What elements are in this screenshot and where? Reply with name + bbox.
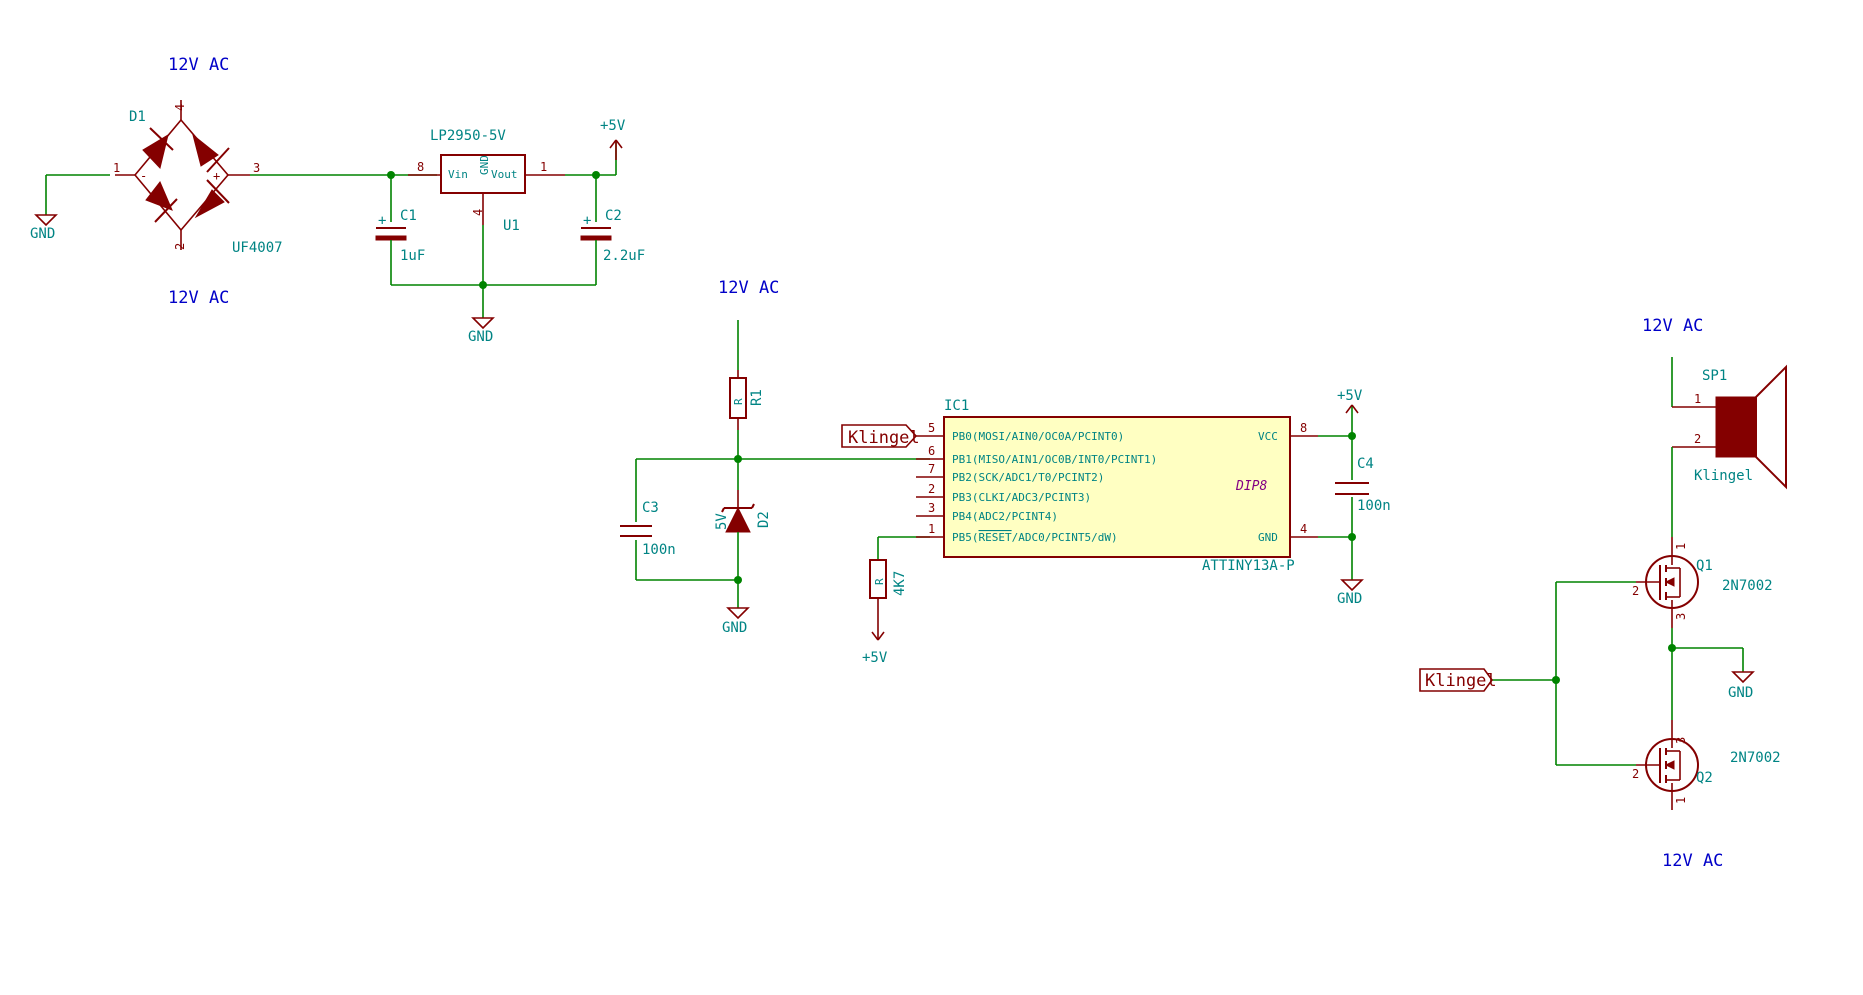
d1-pin4: 4 [173,104,187,111]
u1-value: LP2950-5V [430,128,506,144]
ic1-value: ATTINY13A-P [1202,558,1295,574]
ic1-pin-name-4: PB4(ADC2/PCINT4) [952,510,1058,523]
r2-letter: R [873,578,886,585]
hier-label-klingel-ic[interactable] [841,424,918,448]
q2-pin3: 3 [1674,737,1688,744]
mcu-ic1[interactable] [943,416,1291,558]
d1-minus: - [140,169,147,183]
ic1-pin-name-3: PB3(CLKI/ADC3/PCINT3) [952,491,1091,504]
d1-plus: + [213,169,220,183]
c3-value: 100n [642,542,676,558]
ic1-pin-name-0: PB0(MOSI/AIN0/OC0A/PCINT0) [952,430,1124,443]
ic1-left-pins [916,435,944,538]
hier-label-klingel-ic-text: Klingel [848,428,920,448]
q2-value: 2N7002 [1730,750,1781,766]
sp1-pin2: 2 [1694,432,1701,446]
ic1-pin-num-3: 2 [928,482,935,496]
sp1-value: Klingel [1694,468,1753,484]
d1-value: UF4007 [232,240,283,256]
ic1-pin-num-2: 7 [928,462,935,476]
q1-pin3: 3 [1674,613,1688,620]
net-label-12vac-bottom: 12V AC [168,288,229,308]
c2-polarity: + [583,213,591,229]
gnd-symbol [34,214,58,227]
gnd-label-ic1: GND [1337,591,1362,607]
c1-ref: C1 [400,208,417,224]
q1-pin2: 2 [1632,584,1639,598]
net-label-12vac-mid: 12V AC [718,278,779,298]
c2-ref: C2 [605,208,622,224]
gnd-label-reg: GND [468,329,493,345]
ic1-pin-gnd-name: GND [1258,531,1278,544]
gnd-label-fet: GND [1728,685,1753,701]
bridge-rectifier-shapes [100,95,270,255]
ic1-pin-num-5: 1 [928,522,935,536]
ic1-pin-gnd-num: 4 [1300,522,1307,536]
gnd-label-left: GND [30,226,55,242]
u1-pin8: 8 [417,160,424,174]
ic1-pin-name-2: PB2(SCK/ADC1/T0/PCINT2) [952,471,1104,484]
ic1-ref: IC1 [944,398,969,414]
u1-ref: U1 [503,218,520,234]
c4-value: 100n [1357,498,1391,514]
c4-ref: C4 [1357,456,1374,472]
ic1-pin-num-1: 6 [928,444,935,458]
net-label-12vac-speaker: 12V AC [1642,316,1703,336]
vcc-label-ic1: +5V [1337,388,1363,404]
hier-label-klingel-fet-text: Klingel [1425,671,1497,691]
d1-pin3: 3 [253,161,260,175]
q1-pin1: 1 [1674,543,1688,550]
sp1-ref: SP1 [1702,368,1727,384]
c2-value: 2.2uF [603,248,645,264]
u1-pin1: 1 [540,160,547,174]
d1-pin1: 1 [113,161,120,175]
r1-ref: R1 [749,389,765,406]
gnd-label-input: GND [722,620,747,636]
ic1-pin-vcc-name: VCC [1258,430,1278,443]
q2-pin2: 2 [1632,767,1639,781]
u1-pin-gnd: GND [478,155,491,175]
vcc-label-reg: +5V [600,118,626,134]
u1-pin-vin: Vin [448,168,468,181]
resistor-r1[interactable] [729,377,747,419]
q1-ref: Q1 [1696,558,1713,574]
c1-polarity: + [378,213,386,229]
r1-letter: R [732,398,745,405]
q1-value: 2N7002 [1722,578,1773,594]
sp1-pin1: 1 [1694,392,1701,406]
net-label-12vac-q2: 12V AC [1662,851,1723,871]
c1-value: 1uF [400,248,425,264]
q2-ref: Q2 [1696,770,1713,786]
ic1-pin-num-0: 5 [928,421,935,435]
u1-pin4: 4 [471,209,485,216]
u1-pin-vout: Vout [491,168,518,181]
ic1-pin-name-1: PB1(MISO/AIN1/OC0B/INT0/PCINT1) [952,453,1157,466]
ic1-pin-num-4: 3 [928,501,935,515]
ic1-pin-vcc-num: 8 [1300,421,1307,435]
hier-label-klingel-fet[interactable] [1419,668,1493,692]
r2-value: 4K7 [892,571,908,596]
d1-pin2: 2 [173,243,187,250]
d2-ref: D2 [756,511,772,528]
speaker-sp1[interactable] [1715,396,1757,458]
q2-pin1: 1 [1674,797,1688,804]
ic1-package: DIP8 [1235,479,1267,494]
net-label-12vac-top: 12V AC [168,55,229,75]
d1-ref: D1 [129,109,146,125]
vcc-label-r2: +5V [862,650,888,666]
ic1-pin-name-5: PB5(RESET/ADC0/PCINT5/dW) [952,531,1118,544]
c3-ref: C3 [642,500,659,516]
d2-value: 5V [714,513,730,530]
